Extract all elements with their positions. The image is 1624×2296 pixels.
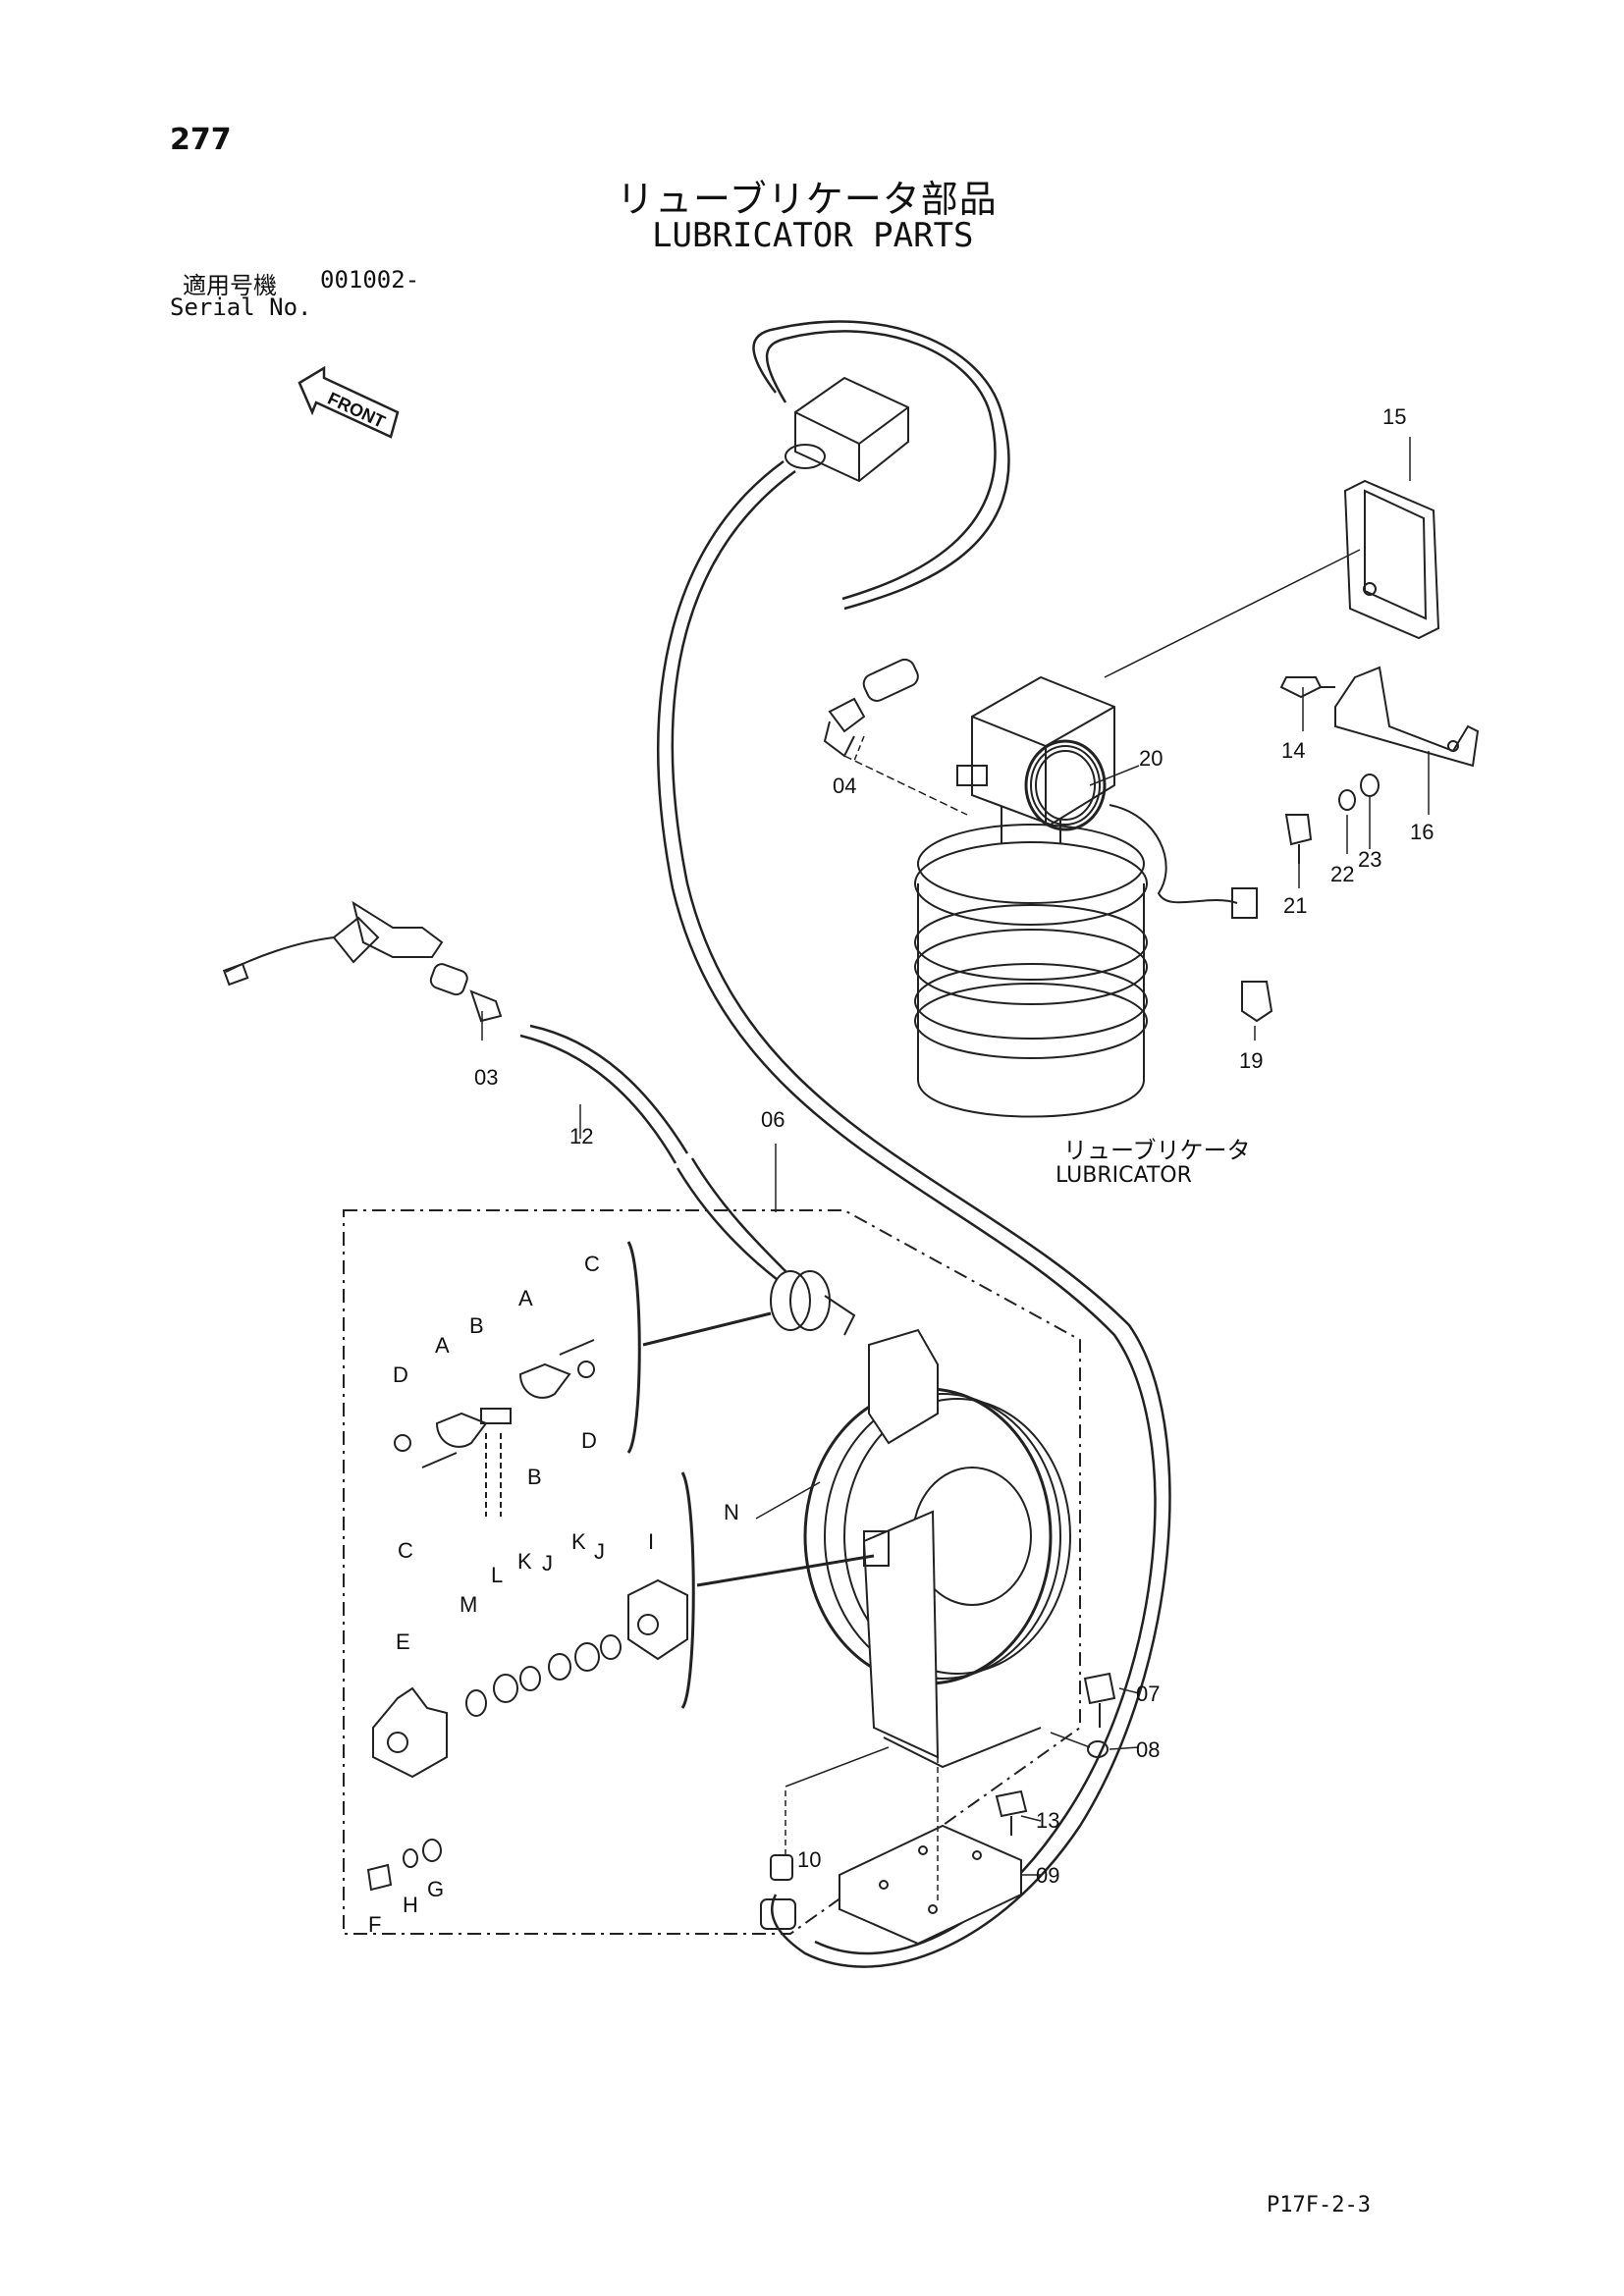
callout-N: N	[724, 1500, 739, 1524]
callout-12: 12	[569, 1124, 593, 1148]
lubricator-label-jp: リューブリケータ	[1063, 1137, 1251, 1164]
callout-I: I	[648, 1529, 654, 1554]
callout-K-top: K	[571, 1529, 586, 1554]
callout-B-bottom: B	[527, 1465, 542, 1489]
lubricator-canister	[914, 804, 1148, 1118]
serial-label-en: Serial No.	[170, 294, 312, 321]
serial-value: 001002-	[320, 266, 420, 294]
callout-G: G	[427, 1877, 444, 1901]
callout-14: 14	[1281, 738, 1305, 763]
hose-12	[519, 1024, 791, 1287]
callout-D-right: D	[581, 1428, 597, 1453]
callout-E: E	[396, 1629, 410, 1654]
grease-gun	[222, 900, 503, 1023]
wire-connector	[1109, 804, 1273, 1023]
bracket-swivel-group	[680, 1471, 695, 1709]
callout-13: 13	[1036, 1808, 1059, 1833]
callout-08: 08	[1136, 1737, 1160, 1762]
front-arrow-icon: FRONT	[298, 365, 400, 439]
bracket-15	[1343, 479, 1440, 640]
callout-A-left: A	[435, 1333, 450, 1358]
leader-lines	[481, 437, 1430, 1904]
callout-D-left: D	[393, 1362, 408, 1387]
callout-20: 20	[1139, 746, 1163, 771]
main-hose	[657, 320, 1171, 1968]
hose-reel	[803, 1328, 1071, 1769]
callout-09: 09	[1036, 1863, 1059, 1888]
hose-junction-block	[785, 376, 909, 483]
callout-23: 23	[1358, 847, 1381, 872]
callout-21: 21	[1283, 893, 1307, 918]
callout-K: K	[517, 1549, 532, 1574]
callout-03: 03	[474, 1065, 498, 1090]
base-plate-09	[839, 1824, 1022, 1946]
clamp-parts	[394, 1339, 595, 1517]
callout-04: 04	[833, 774, 856, 798]
callout-A-top: A	[518, 1286, 533, 1310]
page-title-jp: リューブリケータ部品	[617, 178, 998, 221]
callout-F: F	[368, 1912, 381, 1937]
callout-19: 19	[1239, 1048, 1263, 1073]
callout-22: 22	[1330, 862, 1354, 886]
callout-16: 16	[1410, 820, 1434, 844]
bracket-clamp-group	[626, 1241, 641, 1454]
leader-clamp	[642, 1311, 772, 1347]
reel-assembly-group-box	[343, 1209, 1081, 1935]
callout-H: H	[403, 1893, 418, 1917]
pump-head	[956, 675, 1115, 831]
reel-swivel	[770, 1270, 856, 1336]
callout-07: 07	[1136, 1682, 1160, 1706]
page-number: 277	[170, 123, 232, 157]
callout-L: L	[491, 1563, 503, 1587]
callout-C-bottom: C	[398, 1538, 413, 1563]
page-title-en: LUBRICATOR PARTS	[652, 216, 974, 255]
fitting-10	[760, 1854, 796, 1930]
callout-B-top: B	[469, 1313, 484, 1338]
callout-10: 10	[797, 1847, 821, 1872]
callout-J: J	[542, 1551, 553, 1575]
callout-J-top: J	[594, 1539, 605, 1564]
hose-fitting-04	[823, 658, 919, 758]
front-label: FRONT	[325, 389, 389, 432]
leader-swivel	[696, 1554, 875, 1587]
callout-06: 06	[761, 1107, 785, 1132]
callout-M: M	[460, 1592, 477, 1617]
swivel-parts	[366, 1578, 688, 1892]
callout-C-top: C	[584, 1252, 600, 1276]
page-code: P17F-2-3	[1267, 2193, 1371, 2217]
bolts-07-13	[995, 1672, 1116, 1836]
lubricator-label-en: LUBRICATOR	[1056, 1163, 1192, 1188]
serial-label-jp: 適用号機	[183, 272, 277, 299]
bracket-16	[1334, 666, 1480, 768]
callout-15: 15	[1382, 404, 1406, 429]
